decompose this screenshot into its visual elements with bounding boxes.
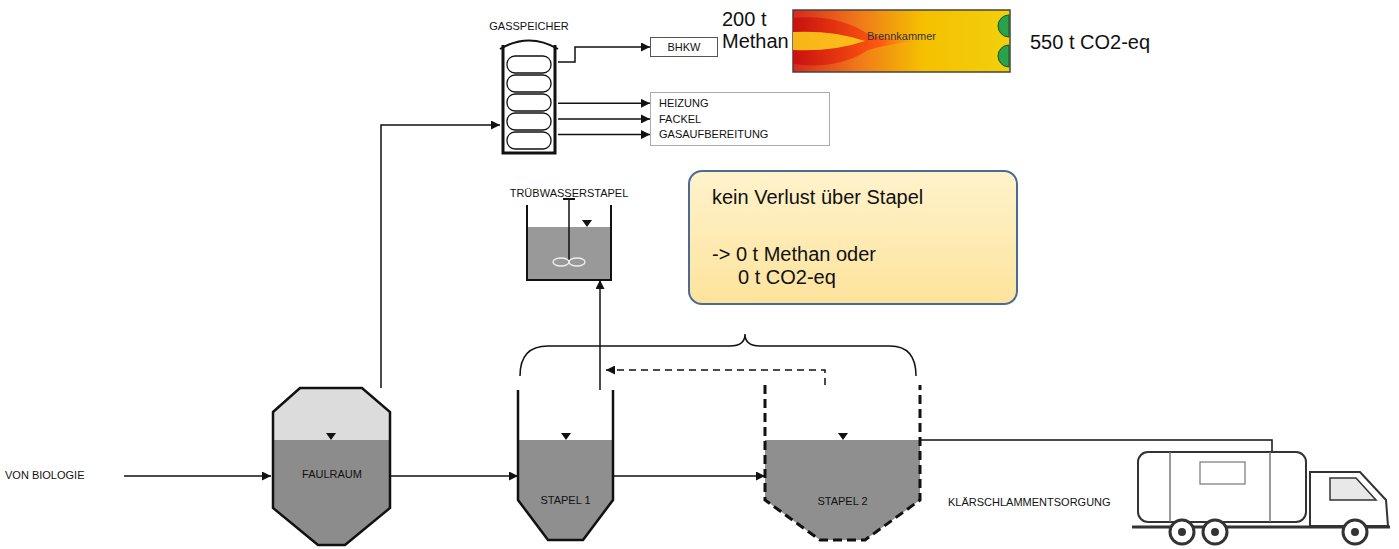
sludge-line [613,475,765,477]
burner-nozzle [998,45,1009,67]
mixer-shaft [568,199,570,261]
truck-tank [1138,452,1306,522]
gas-line [558,103,650,105]
cab-window [1330,478,1376,500]
node-text: STAPEL 1 [518,494,613,507]
level-marker [561,433,571,440]
node-text: FAULRAUM [273,468,391,481]
gas-line [381,125,500,388]
node-text: Brennkammer [793,30,1010,43]
co2-amount: 550 t CO2-eq [1030,31,1150,53]
tank-liquid [518,440,613,540]
gas-bag [507,75,551,92]
disposal-label: KLÄRSCHLAMMENTSORGUNG [948,496,1111,508]
gas-bag [507,113,551,130]
gas-bag [507,56,551,73]
gas-line [558,47,650,62]
gas-bag [507,94,551,111]
truck-wheel [1170,520,1194,544]
node-body-text: GASAUFBEREITUNG [659,128,821,141]
node-text: GASSPEICHER [489,20,568,33]
gas-line [558,134,650,136]
callout-note: kein Verlust über Stapel -> 0 t Methan od… [688,170,1018,305]
level-marker [838,433,848,440]
filtrate-line-optional [606,370,825,385]
consumer-box: HEIZUNG FACKEL GASAUFBEREITUNG [650,92,830,146]
burner-nozzle [998,15,1009,37]
shape-outline [527,205,611,280]
digester-sludge [273,388,390,545]
holder-wall [503,45,555,153]
node-body-text: FACKEL [659,113,821,126]
storage-tank-optional: STAPEL 2 [765,385,920,542]
inflow-label: VON BIOLOGIE [5,469,84,481]
node-text: BHKW [651,41,717,54]
wheel-hub [1351,528,1359,536]
chamber-body [793,10,1010,72]
shape-outline [518,390,613,542]
mixer-blade [553,258,569,266]
shape-outline [500,40,558,155]
node-body-text: -> 0 t Methan oder 0 t CO2-eq [712,243,888,289]
digester-wall [273,388,390,545]
truck-cab [1310,472,1388,526]
truck-illustration [1132,452,1390,544]
tank-band [1269,452,1271,522]
truck-wheel [1203,520,1227,544]
node-text: HEIZUNG [659,97,821,110]
wheel-hub [1211,528,1219,536]
tank-band [1169,452,1171,522]
tank-wall [518,390,613,540]
tank-hatch [1200,462,1245,484]
storage-tank: STAPEL 1 [518,390,613,542]
combustion-chamber: Brennkammer [793,10,1010,72]
holder-roof [500,41,558,50]
gas-bag [507,132,551,149]
truck-wheel [1343,520,1367,544]
filtrate-tank: TRÜBWASSERSTAPEL [527,205,611,280]
chp-box: BHKW [650,37,718,57]
gas-holder: GASSPEICHER [500,40,558,155]
mixer-blade [569,258,585,266]
node-text: STAPEL 2 [765,495,920,508]
methane-amount: 200 t Methan [722,8,794,52]
sludge-line [391,475,518,477]
node-text: TRÜBWASSERSTAPEL [510,187,629,200]
node-text: kein Verlust über Stapel [712,186,1000,209]
level-marker [582,220,592,227]
digester: FAULRAUM [273,388,391,545]
tank-liquid [765,440,920,540]
gas-line [558,118,650,120]
wheel-hub [1178,528,1186,536]
tank-wall [765,385,920,540]
inflow-line [124,475,271,477]
level-marker [326,433,336,440]
filtrate-line [599,280,601,390]
shape-outline [765,385,920,542]
shape-outline [273,388,391,545]
flame-core [793,32,865,51]
